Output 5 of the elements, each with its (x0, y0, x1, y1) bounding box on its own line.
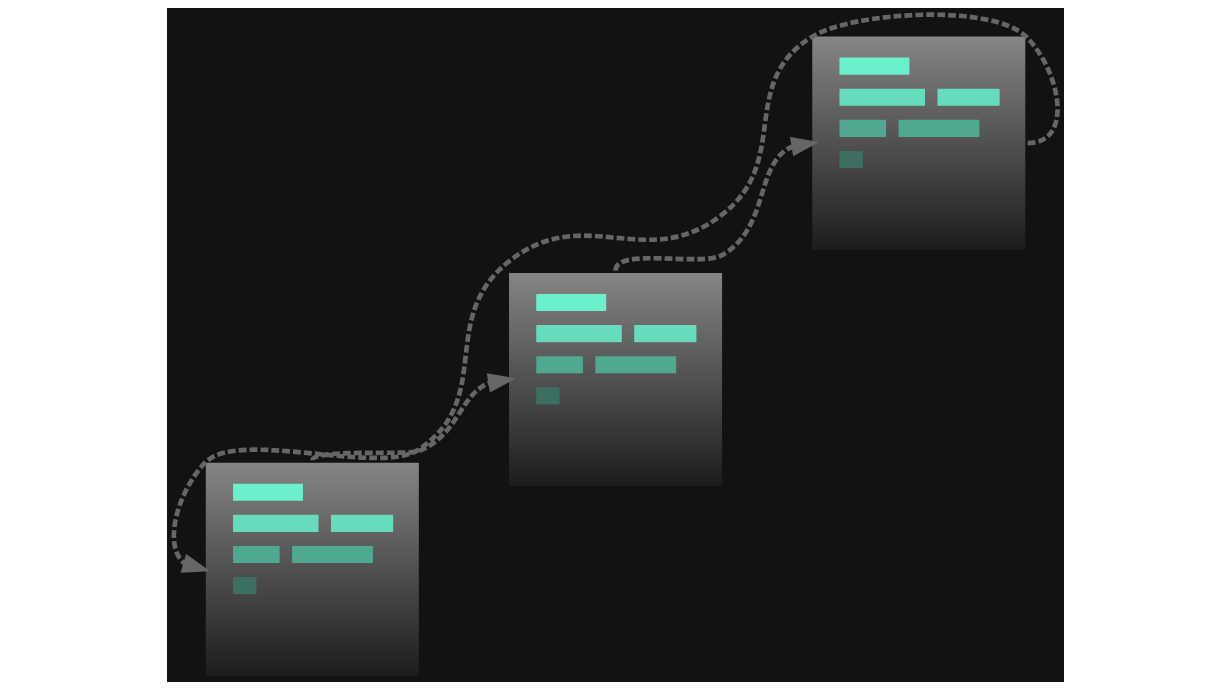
arrow (309, 373, 516, 462)
node-box (205, 462, 419, 676)
arrow (171, 12, 1060, 573)
node-box (811, 36, 1025, 250)
node-box (508, 273, 722, 487)
